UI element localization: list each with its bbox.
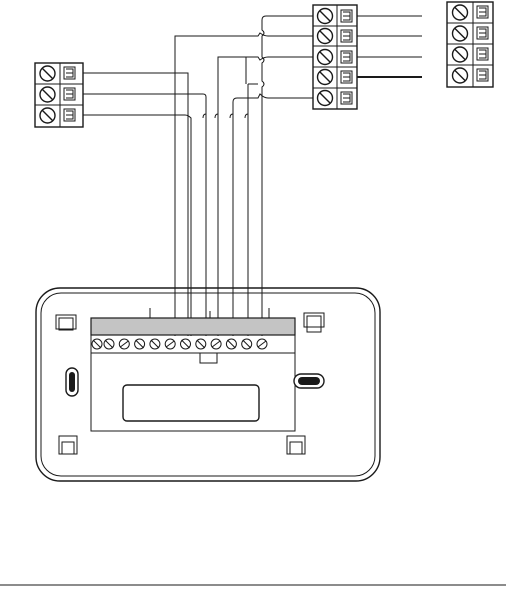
right-terminal-block [447, 2, 493, 87]
center-to-right-stub-wires [357, 16, 422, 77]
terminal-screw-slot [120, 341, 128, 347]
terminal-strip [91, 318, 295, 335]
terminal-screw-slot [197, 340, 205, 348]
terminal-screw-slot [227, 340, 235, 348]
center-block-screws [318, 9, 333, 106]
left-block-clamps [64, 67, 75, 121]
jumper-bracket [200, 353, 217, 363]
terminal-screw-slot [151, 340, 159, 348]
terminal-screw-slot [212, 341, 220, 347]
center-block-clamps [341, 10, 352, 104]
left-block-screws [40, 66, 55, 123]
terminal-screw-slot [243, 340, 251, 348]
thermostat-terminal-screws [92, 339, 102, 349]
terminal-screw-slot [105, 340, 113, 348]
thermostat-base-plate [36, 288, 380, 481]
display-window [123, 385, 259, 421]
terminal-screw-slot [166, 341, 174, 347]
center-terminal-block [313, 5, 357, 109]
terminal-screw-slot [182, 340, 190, 348]
left-terminal-block [35, 63, 83, 127]
terminal-screw-slot [258, 341, 266, 347]
terminal-screw-slot [136, 340, 144, 348]
